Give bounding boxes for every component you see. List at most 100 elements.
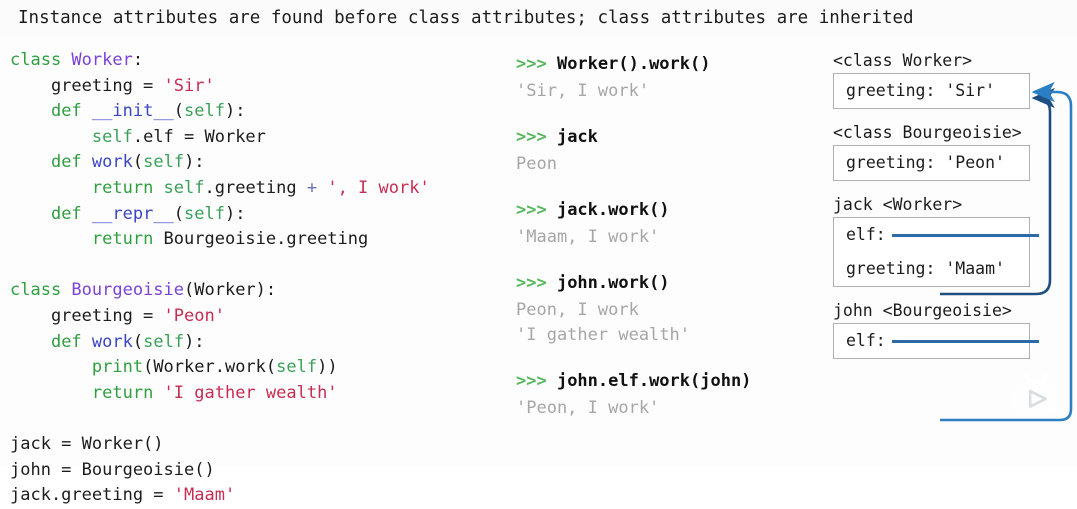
repl-input-line: >>> john.work(): [516, 271, 826, 298]
repl-input-line: >>> jack: [516, 125, 826, 152]
repl-prompt: >>>: [516, 273, 547, 293]
code-line: jack = Worker(): [10, 432, 505, 458]
code-token: def: [50, 203, 92, 224]
code-token: (: [173, 101, 185, 122]
code-token: ):: [184, 331, 205, 352]
object-group: <class Worker> greeting: 'Sir': [833, 48, 1077, 109]
repl-prompt: >>>: [516, 54, 547, 74]
object-attribute-box: elf: greeting: 'Maam': [833, 217, 1039, 287]
code-line: def work(self):: [10, 150, 505, 176]
object-group: jack <Worker> elf: greeting: 'Maam': [833, 192, 1077, 287]
code-token: work: [91, 152, 133, 173]
code-token: Worker: [71, 50, 133, 70]
object-attribute-text: greeting: 'Maam': [846, 259, 1005, 278]
code-token: [10, 152, 51, 172]
code-token: jack = Worker(): [10, 433, 164, 454]
repl-block: >>> jack.work()'Maam, I work': [516, 198, 826, 250]
code-token: (Worker.work(: [143, 357, 277, 378]
code-token: [10, 383, 92, 403]
code-token: def: [50, 331, 92, 352]
repl-command: Worker().work(): [546, 54, 711, 74]
code-token: (Worker):: [184, 280, 277, 301]
code-token: class: [10, 50, 72, 70]
object-attribute-text: elf:: [846, 225, 886, 244]
repl-output-line: 'Sir, I work': [516, 81, 650, 101]
code-token: def: [50, 101, 92, 122]
tv-play-logo-watermark: [1013, 372, 1057, 417]
code-token: [10, 357, 92, 377]
code-token: return: [91, 177, 164, 198]
code-token: self: [143, 331, 185, 352]
code-token: [10, 127, 92, 147]
code-token: return: [91, 229, 164, 250]
page-title: Instance attributes are found before cla…: [18, 8, 914, 28]
code-token: self: [91, 126, 133, 147]
code-line: greeting = 'Sir': [10, 74, 505, 100]
repl-output-line: 'Peon, I work': [516, 398, 660, 418]
code-token: self: [184, 101, 225, 122]
code-line: print(Worker.work(self)): [10, 355, 505, 381]
code-line: jack.greeting = 'Maam': [10, 483, 505, 509]
repl-command: john.elf.work(john): [546, 371, 752, 391]
code-token: .greeting: [204, 177, 307, 198]
object-label: jack <Worker>: [833, 195, 963, 214]
code-token: 'Maam': [173, 485, 236, 506]
code-token: )): [317, 357, 338, 378]
code-line: class Bourgeoisie(Worker):: [10, 278, 505, 304]
repl-block: >>> john.elf.work(john)'Peon, I work': [516, 369, 826, 421]
repl-command: jack: [546, 127, 598, 147]
title-bar: Instance attributes are found before cla…: [0, 0, 1077, 36]
code-token: __repr__: [91, 203, 174, 224]
repl-command: jack.work(): [546, 200, 670, 220]
repl-block: >>> john.work()Peon, I work 'I gather wea…: [516, 271, 826, 348]
code-token: ):: [225, 203, 246, 224]
code-token: Bourgeoisie.greeting: [163, 229, 369, 250]
code-line: def work(self):: [10, 330, 505, 356]
object-label: <class Worker>: [833, 51, 973, 70]
repl-output-line: Peon: [516, 154, 557, 174]
repl-input-line: >>> john.elf.work(john): [516, 369, 826, 396]
code-token: ):: [184, 152, 205, 173]
object-attribute-text: elf:: [846, 331, 886, 350]
object-attribute-text: greeting: 'Sir': [846, 81, 996, 100]
code-token: 'Peon': [163, 305, 225, 326]
code-token: self: [184, 203, 225, 224]
object-attribute-box: elf:: [833, 323, 1039, 359]
repl-prompt: >>>: [516, 127, 547, 147]
code-token: greeting =: [10, 305, 164, 326]
object-label: john <Bourgeoisie>: [833, 301, 1012, 320]
repl-block: >>> Worker().work() 'Sir, I work': [516, 52, 826, 104]
code-line: def __init__(self):: [10, 99, 505, 125]
code-token: def: [50, 152, 92, 173]
object-attribute-box: greeting: 'Peon': [833, 145, 1030, 181]
code-token: (: [173, 203, 185, 224]
code-token: class: [10, 280, 72, 301]
code-line: def __repr__(self):: [10, 202, 505, 228]
code-token: Bourgeoisie: [71, 280, 185, 301]
code-token: [10, 229, 92, 249]
code-token: +: [306, 177, 328, 198]
repl-prompt: >>>: [516, 371, 547, 391]
repl-output-line: 'Maam, I work': [516, 227, 660, 247]
code-token: [10, 101, 51, 121]
source-code-panel: class Worker: greeting = 'Sir' def __ini…: [10, 48, 505, 509]
code-line: return 'I gather wealth': [10, 381, 505, 407]
repl-output-line: 'I gather wealth': [516, 325, 690, 345]
code-token: (: [132, 152, 144, 173]
object-attribute-row: greeting: 'Sir': [834, 74, 1029, 108]
reference-pointer-line: [892, 234, 1039, 237]
object-attribute-box: greeting: 'Sir': [833, 73, 1030, 109]
reference-pointer-line: [892, 340, 1039, 343]
code-token: :: [132, 50, 144, 70]
code-token: [10, 332, 51, 352]
code-token: __init__: [91, 101, 174, 122]
code-line: [10, 406, 505, 432]
repl-output-line: Peon, I work: [516, 300, 639, 320]
code-line: return self.greeting + ', I work': [10, 176, 505, 202]
code-token: [10, 178, 92, 198]
code-line: class Worker:: [10, 48, 505, 74]
code-token: .elf = Worker: [132, 126, 266, 147]
code-token: self: [143, 152, 185, 173]
code-token: self: [276, 357, 318, 378]
